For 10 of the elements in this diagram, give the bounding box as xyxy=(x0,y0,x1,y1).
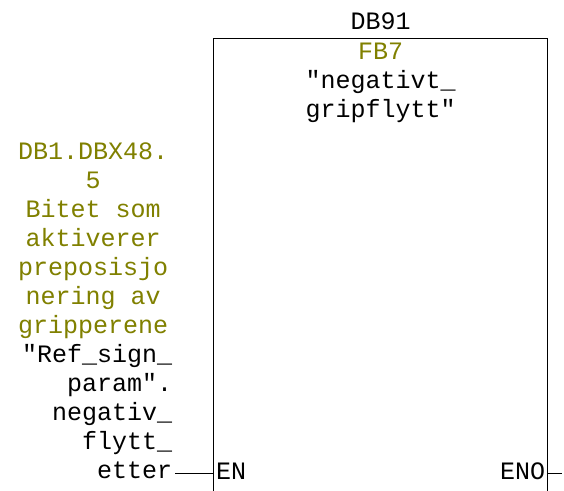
operand-symbol: "Ref_sign_param".negativ_flytt_etter xyxy=(20,341,172,486)
connection-line xyxy=(174,473,214,474)
comment-text: Bitet som aktiverer preposisjonering av gripperene xyxy=(16,196,170,341)
connection-line xyxy=(548,473,562,474)
instance-db-label: DB91 xyxy=(349,8,412,37)
block-symbol: "negativt_gripflytt" xyxy=(304,67,457,125)
pin-label: ENO xyxy=(500,458,545,487)
pin-label: EN xyxy=(216,458,246,487)
block-number: FB7 xyxy=(356,38,404,67)
operand-address: DB1.DBX48.5 xyxy=(16,138,170,196)
